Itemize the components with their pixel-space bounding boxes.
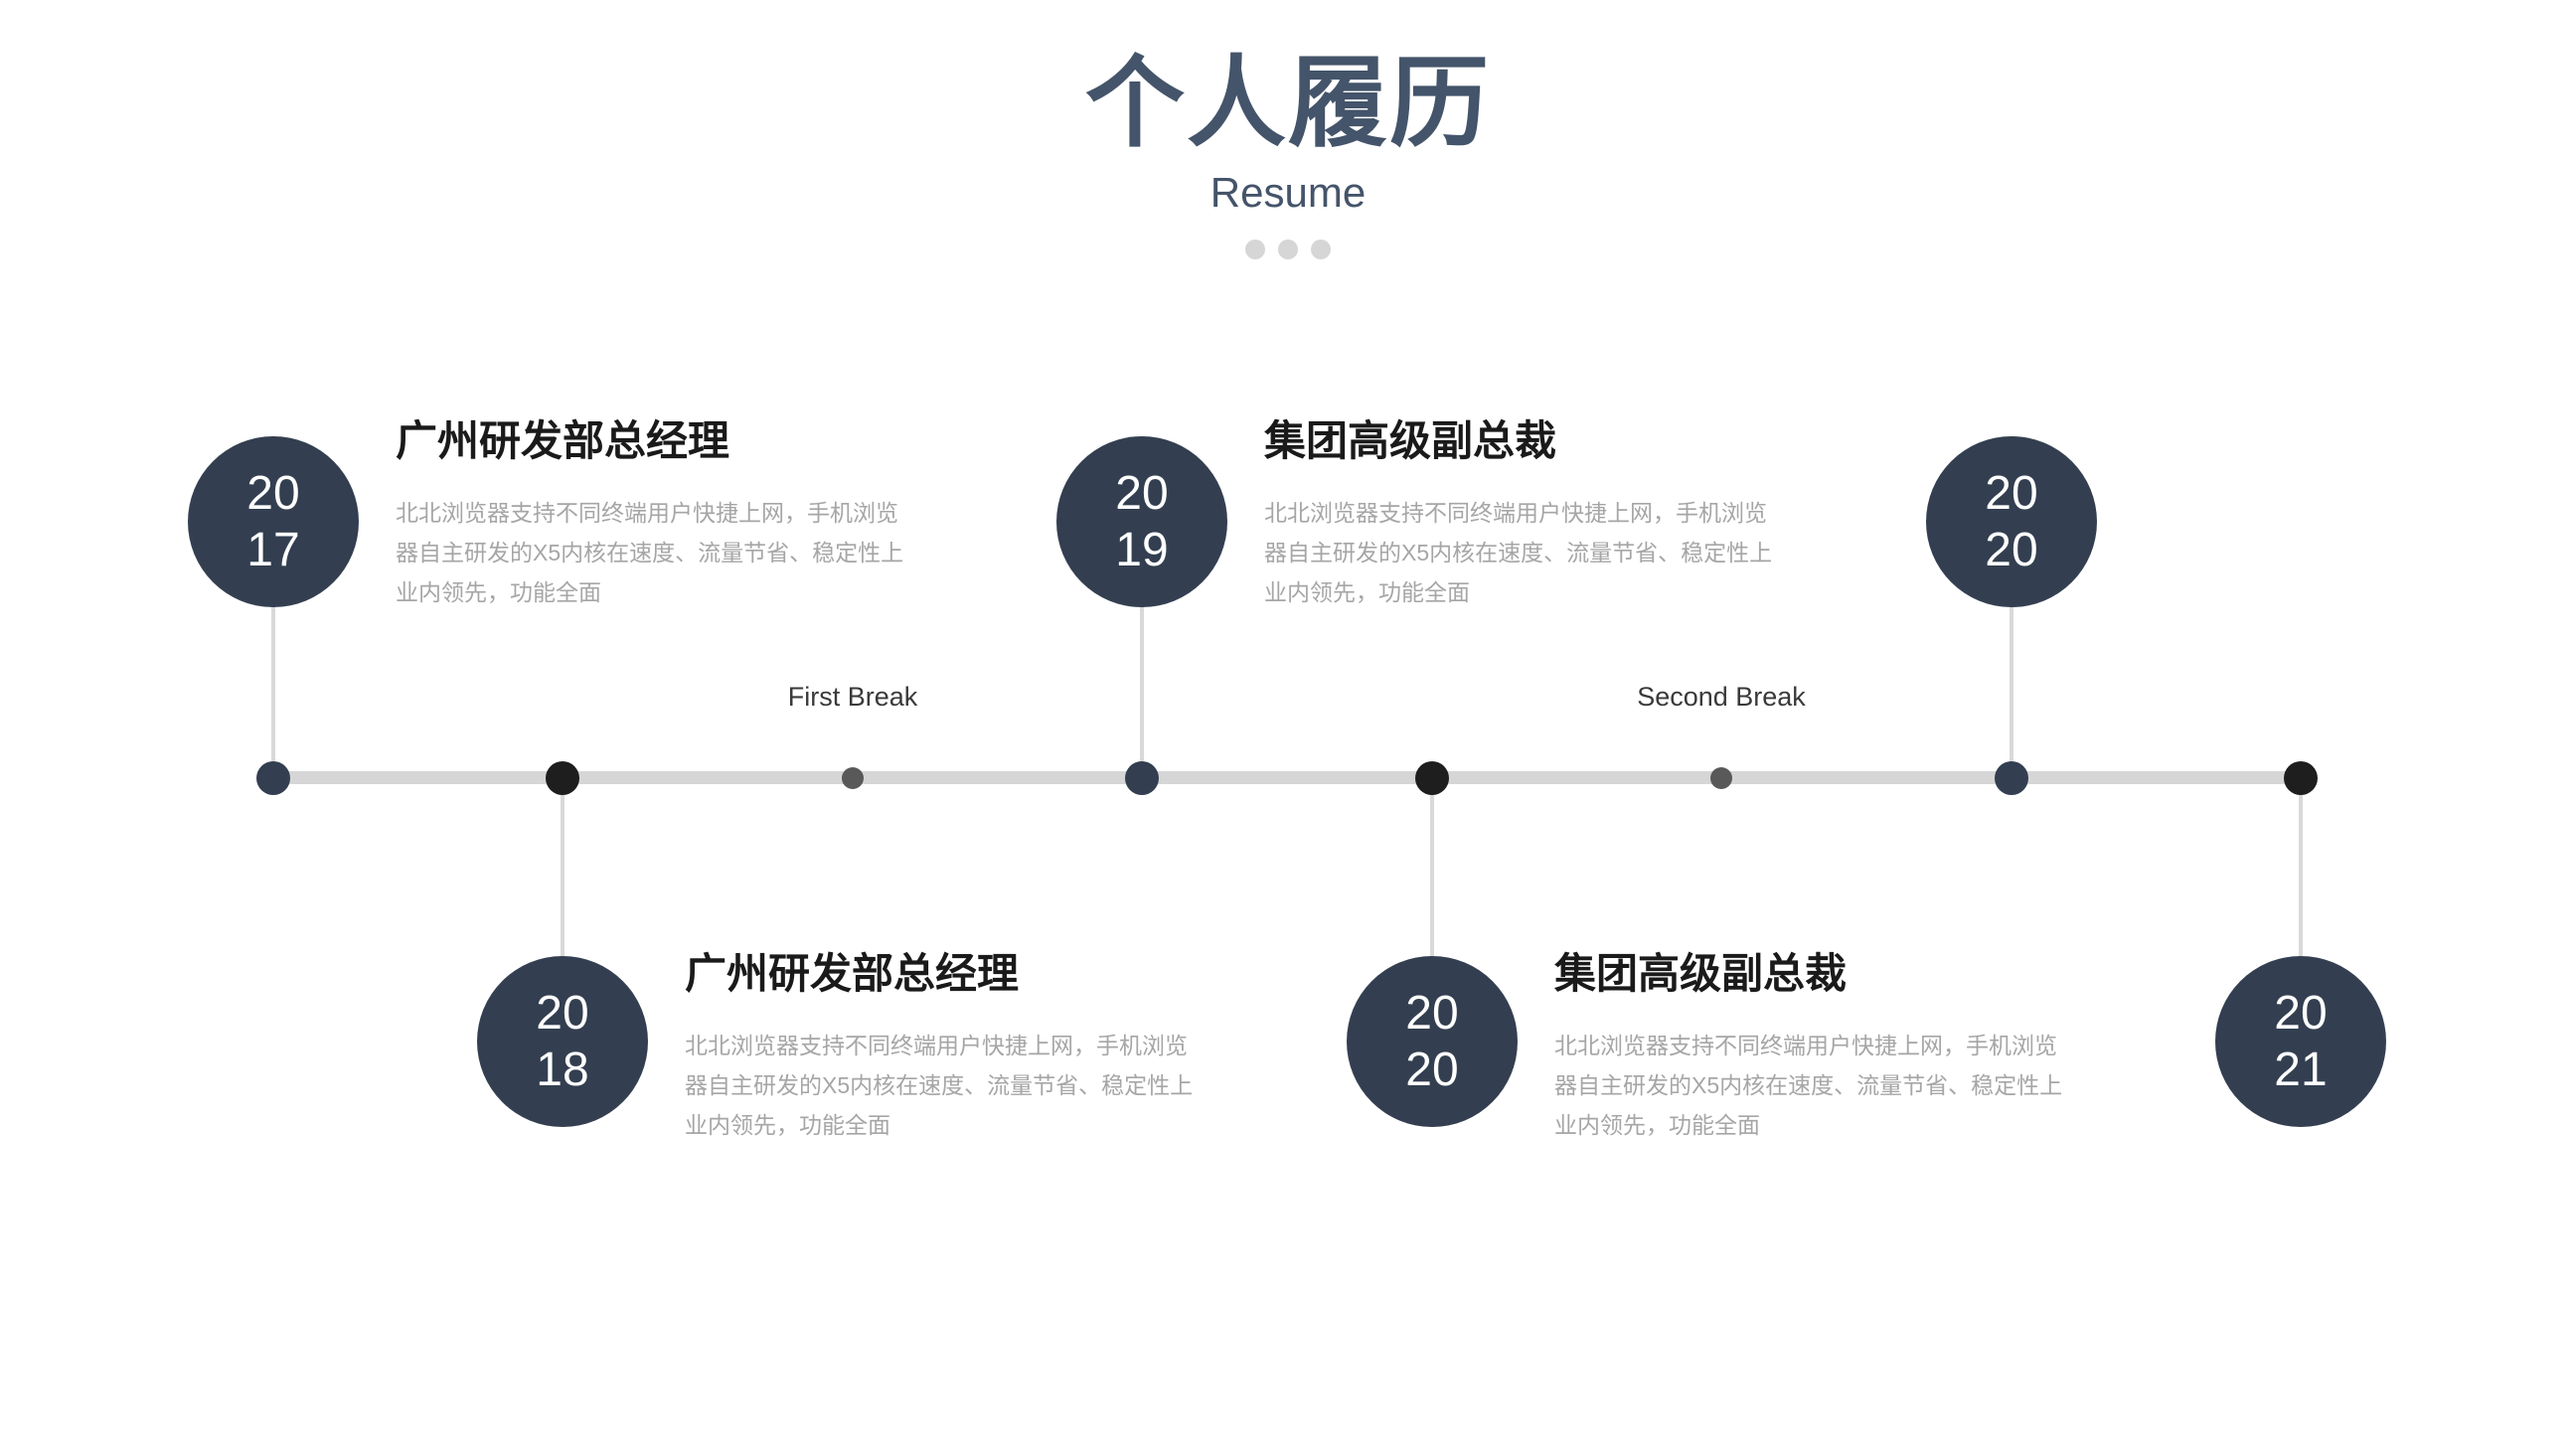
page-title: 个人履历 (1085, 48, 1491, 159)
year-circle-2021: 20 21 (2215, 956, 2386, 1127)
connector-line (2299, 782, 2303, 958)
event-title: 集团高级副总裁 (1264, 417, 1557, 464)
year-text: 18 (536, 1044, 589, 1096)
event-text-block: 集团高级副总裁 北北浏览器支持不同终端用户快捷上网，手机浏览 器自主研发的X5内… (1554, 950, 2111, 1145)
pager-dot-icon (1245, 240, 1265, 259)
break-dot (1710, 767, 1732, 789)
pager-dot-icon (1278, 240, 1298, 259)
event-description: 北北浏览器支持不同终端用户快捷上网，手机浏览 器自主研发的X5内核在速度、流量节… (1264, 500, 1773, 605)
timeline-node-dot (546, 761, 579, 795)
timeline-node-dot (1125, 761, 1159, 795)
event-text-block: 广州研发部总经理 北北浏览器支持不同终端用户快捷上网，手机浏览 器自主研发的X5… (685, 950, 1241, 1145)
timeline-node-dot (1995, 761, 2028, 795)
year-text: 20 (246, 467, 300, 520)
year-circle-2017: 20 17 (188, 436, 359, 607)
year-text: 20 (1985, 467, 2038, 520)
connector-line (1430, 782, 1434, 958)
break-label: First Break (787, 682, 918, 712)
year-circle-2019: 20 19 (1056, 436, 1227, 607)
year-text: 21 (2274, 1044, 2328, 1096)
timeline-node-dot (256, 761, 290, 795)
year-text: 20 (1985, 524, 2038, 576)
year-circle-2020-top: 20 20 (1926, 436, 2097, 607)
year-text: 17 (246, 524, 300, 576)
event-description: 北北浏览器支持不同终端用户快捷上网，手机浏览 器自主研发的X5内核在速度、流量节… (1554, 1033, 2063, 1138)
event-text-block: 集团高级副总裁 北北浏览器支持不同终端用户快捷上网，手机浏览 器自主研发的X5内… (1264, 417, 1821, 612)
connector-line (1140, 604, 1144, 773)
year-text: 20 (1115, 467, 1169, 520)
event-title: 集团高级副总裁 (1554, 950, 1848, 997)
event-text-block: 广州研发部总经理 北北浏览器支持不同终端用户快捷上网，手机浏览 器自主研发的X5… (396, 417, 952, 612)
connector-line (2010, 604, 2013, 773)
event-description: 北北浏览器支持不同终端用户快捷上网，手机浏览 器自主研发的X5内核在速度、流量节… (685, 1033, 1194, 1138)
timeline-bar (268, 771, 2308, 784)
connector-line (271, 604, 275, 773)
event-title: 广州研发部总经理 (396, 417, 730, 464)
pager-dot-icon (1311, 240, 1331, 259)
year-text: 20 (1405, 987, 1459, 1040)
event-title: 广州研发部总经理 (685, 950, 1020, 997)
year-text: 20 (2274, 987, 2328, 1040)
year-text: 20 (536, 987, 589, 1040)
timeline-node-dot (1415, 761, 1449, 795)
break-label: Second Break (1637, 682, 1806, 712)
connector-line (561, 782, 564, 958)
break-dot (842, 767, 864, 789)
event-description: 北北浏览器支持不同终端用户快捷上网，手机浏览 器自主研发的X5内核在速度、流量节… (396, 500, 904, 605)
year-text: 20 (1405, 1044, 1459, 1096)
timeline-node-dot (2284, 761, 2318, 795)
pager-dots (0, 240, 2576, 259)
year-text: 19 (1115, 524, 1169, 576)
year-circle-2018: 20 18 (477, 956, 648, 1127)
page-subtitle: Resume (1209, 169, 1367, 216)
year-circle-2020-bottom: 20 20 (1347, 956, 1518, 1127)
